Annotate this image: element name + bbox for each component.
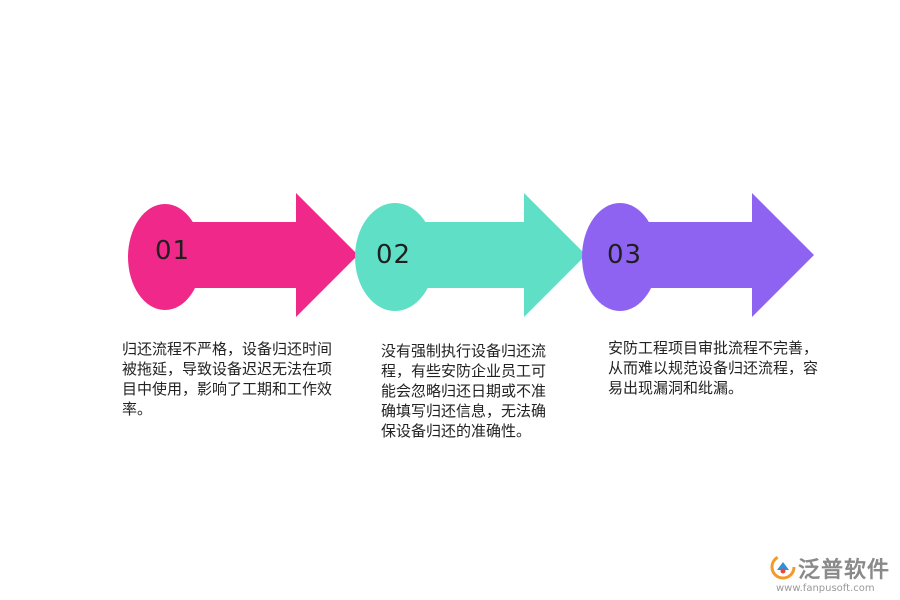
step-arrow-3 (582, 193, 814, 317)
fanpu-logo-icon (770, 554, 796, 580)
step-description: 没有强制执行设备归还流程，有些安防企业员工可能会忽略归还日期或不准确填写归还信息… (381, 342, 547, 440)
logo-name: 泛普软件 (798, 558, 891, 583)
step-description: 安防工程项目审批流程不完善，从而难以规范设备归还流程，容易出现漏洞和纰漏。 (608, 339, 819, 397)
arrow-circle (128, 204, 202, 310)
arrow-circle (582, 203, 658, 311)
arrow-circle (355, 203, 435, 311)
arrow-shape (165, 193, 358, 317)
arrow-shape (395, 193, 586, 317)
arrow-shape (620, 193, 814, 317)
step-arrow-1 (128, 193, 358, 317)
step-number: 01 (155, 236, 191, 266)
step-description: 归还流程不严格，设备归还时间被拖延，导致设备迟迟无法在项目中使用，影响了工期和工… (122, 340, 333, 418)
brand-logo: 泛普软件 www.fanpusoft.com (770, 552, 895, 597)
logo-url: www.fanpusoft.com (776, 583, 875, 594)
step-number: 03 (607, 240, 643, 270)
step-arrow-2 (355, 193, 586, 317)
step-number: 02 (376, 240, 412, 270)
